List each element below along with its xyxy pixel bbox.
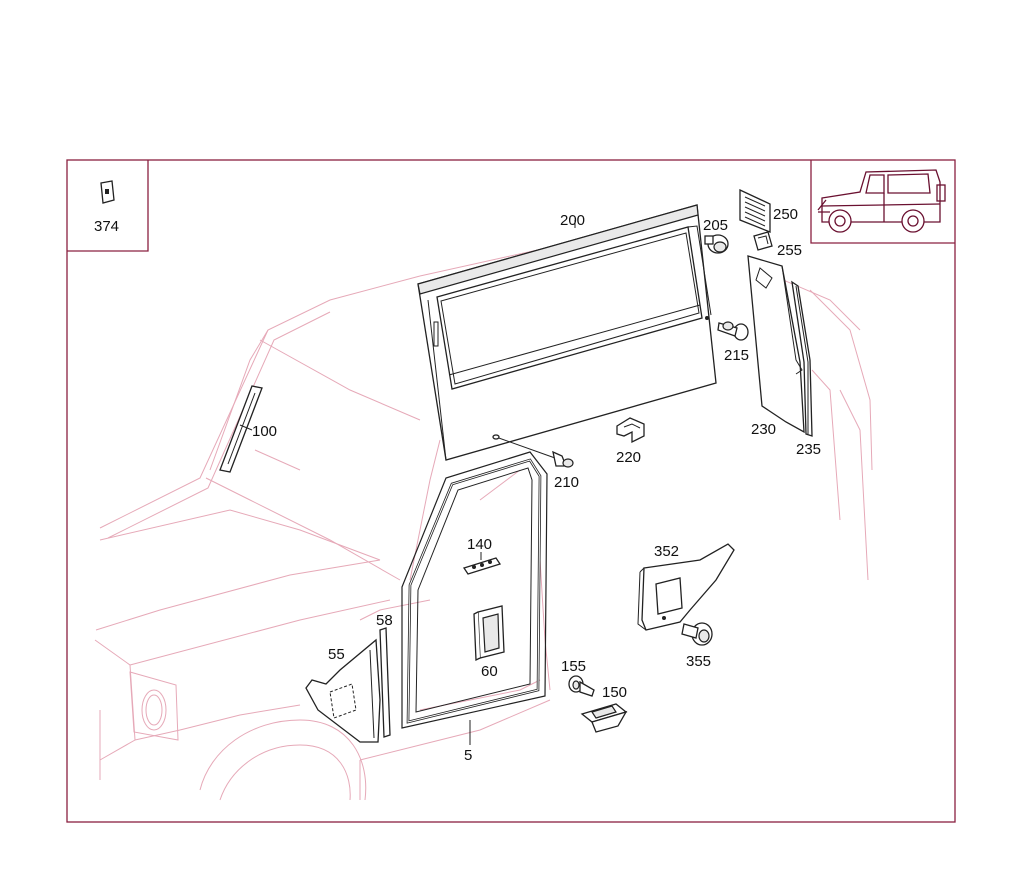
callout-60: 60	[481, 663, 498, 680]
callout-220: 220	[616, 449, 641, 466]
suv-side-view-icon	[817, 169, 946, 233]
callout-200: 200	[560, 212, 585, 229]
callout-150: 150	[602, 684, 627, 701]
vehicle-thumbnail-border	[810, 160, 955, 244]
part-5-door-seal	[401, 451, 548, 729]
part-352-trim-panel	[637, 543, 735, 631]
callout-100: 100	[252, 423, 277, 440]
callout-210: 210	[554, 474, 579, 491]
callout-215: 215	[724, 347, 749, 364]
part-58-edge-strip	[379, 627, 391, 738]
part-200-side-window-panel	[417, 204, 717, 461]
callout-255: 255	[777, 242, 802, 259]
callout-374: 374	[94, 218, 119, 235]
part-250-vent-grille	[739, 188, 771, 233]
part-100-a-pillar-trim	[219, 385, 263, 473]
part-60-door-handle-recess	[473, 605, 505, 662]
callout-355: 355	[686, 653, 711, 670]
callout-235: 235	[796, 441, 821, 458]
part-220-bracket	[616, 417, 645, 444]
part-255-clip	[753, 231, 773, 251]
leader-100	[239, 424, 253, 431]
part-215-push-rivet	[717, 321, 749, 341]
callout-230: 230	[751, 421, 776, 438]
part-55-kick-panel	[305, 638, 381, 743]
part-230-pillar-trim	[747, 255, 805, 434]
part-155-screw	[568, 675, 595, 697]
part-355-push-rivet	[681, 622, 713, 646]
part-205-cap	[704, 234, 729, 254]
callout-58: 58	[376, 612, 393, 629]
part-374-clip	[100, 180, 115, 204]
part-235-trim-strip	[791, 280, 813, 437]
callout-155: 155	[561, 658, 586, 675]
callout-205: 205	[703, 217, 728, 234]
diagram-frame	[66, 159, 956, 823]
part-210-screw	[492, 434, 574, 468]
part-150-handle-bezel	[580, 703, 628, 733]
callout-250: 250	[773, 206, 798, 223]
part-140-handle-insert	[462, 557, 502, 575]
callout-140: 140	[467, 536, 492, 553]
inset-box-374-border	[67, 160, 149, 252]
callout-55: 55	[328, 646, 345, 663]
callout-5: 5	[464, 747, 472, 764]
callout-352: 352	[654, 543, 679, 560]
